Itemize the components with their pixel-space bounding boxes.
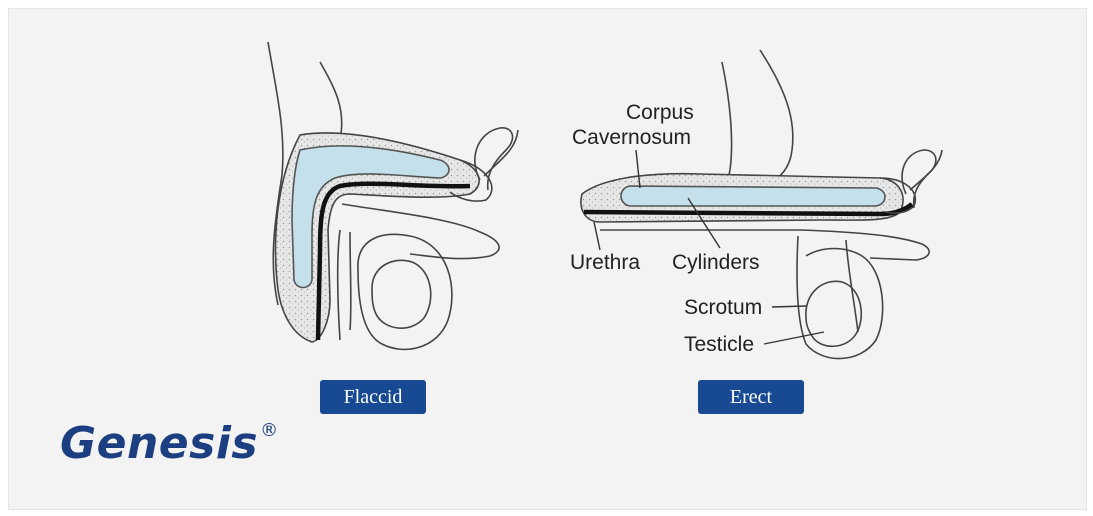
leader-urethra [594,222,600,250]
label-scrotum: Scrotum [684,296,762,319]
genesis-logo: Genesis® [60,418,279,469]
erect-abdomen-outline [722,62,732,192]
flaccid-testicle [372,260,431,328]
flaccid-urethra [318,184,470,340]
leader-testicle [764,332,824,344]
label-corpus-line2: Cavernosum [572,126,691,149]
erect-lower-skin [600,230,929,260]
erect-vas-loop [902,150,936,208]
flaccid-inner-cord [338,230,340,340]
leader-scrotum [772,306,806,307]
registered-mark: ® [260,420,279,441]
erect-thigh-line [760,50,793,182]
flaccid-badge: Flaccid [320,380,426,414]
erect-vas-loop-2 [910,150,942,190]
flaccid-vas-loop [475,128,513,190]
erect-testicle [806,281,861,346]
brand-name: Genesis [60,418,258,469]
erect-cylinder [621,186,885,206]
label-urethra: Urethra [570,251,640,274]
flaccid-lower-skin [342,204,499,259]
label-cylinders: Cylinders [672,251,760,274]
flaccid-inner-cord-2 [350,232,351,330]
flaccid-illustration [268,42,518,349]
label-testicle: Testicle [684,333,754,356]
label-corpus-line1: Corpus [626,101,694,124]
erect-badge: Erect [698,380,804,414]
erect-inner-cord [846,240,858,332]
